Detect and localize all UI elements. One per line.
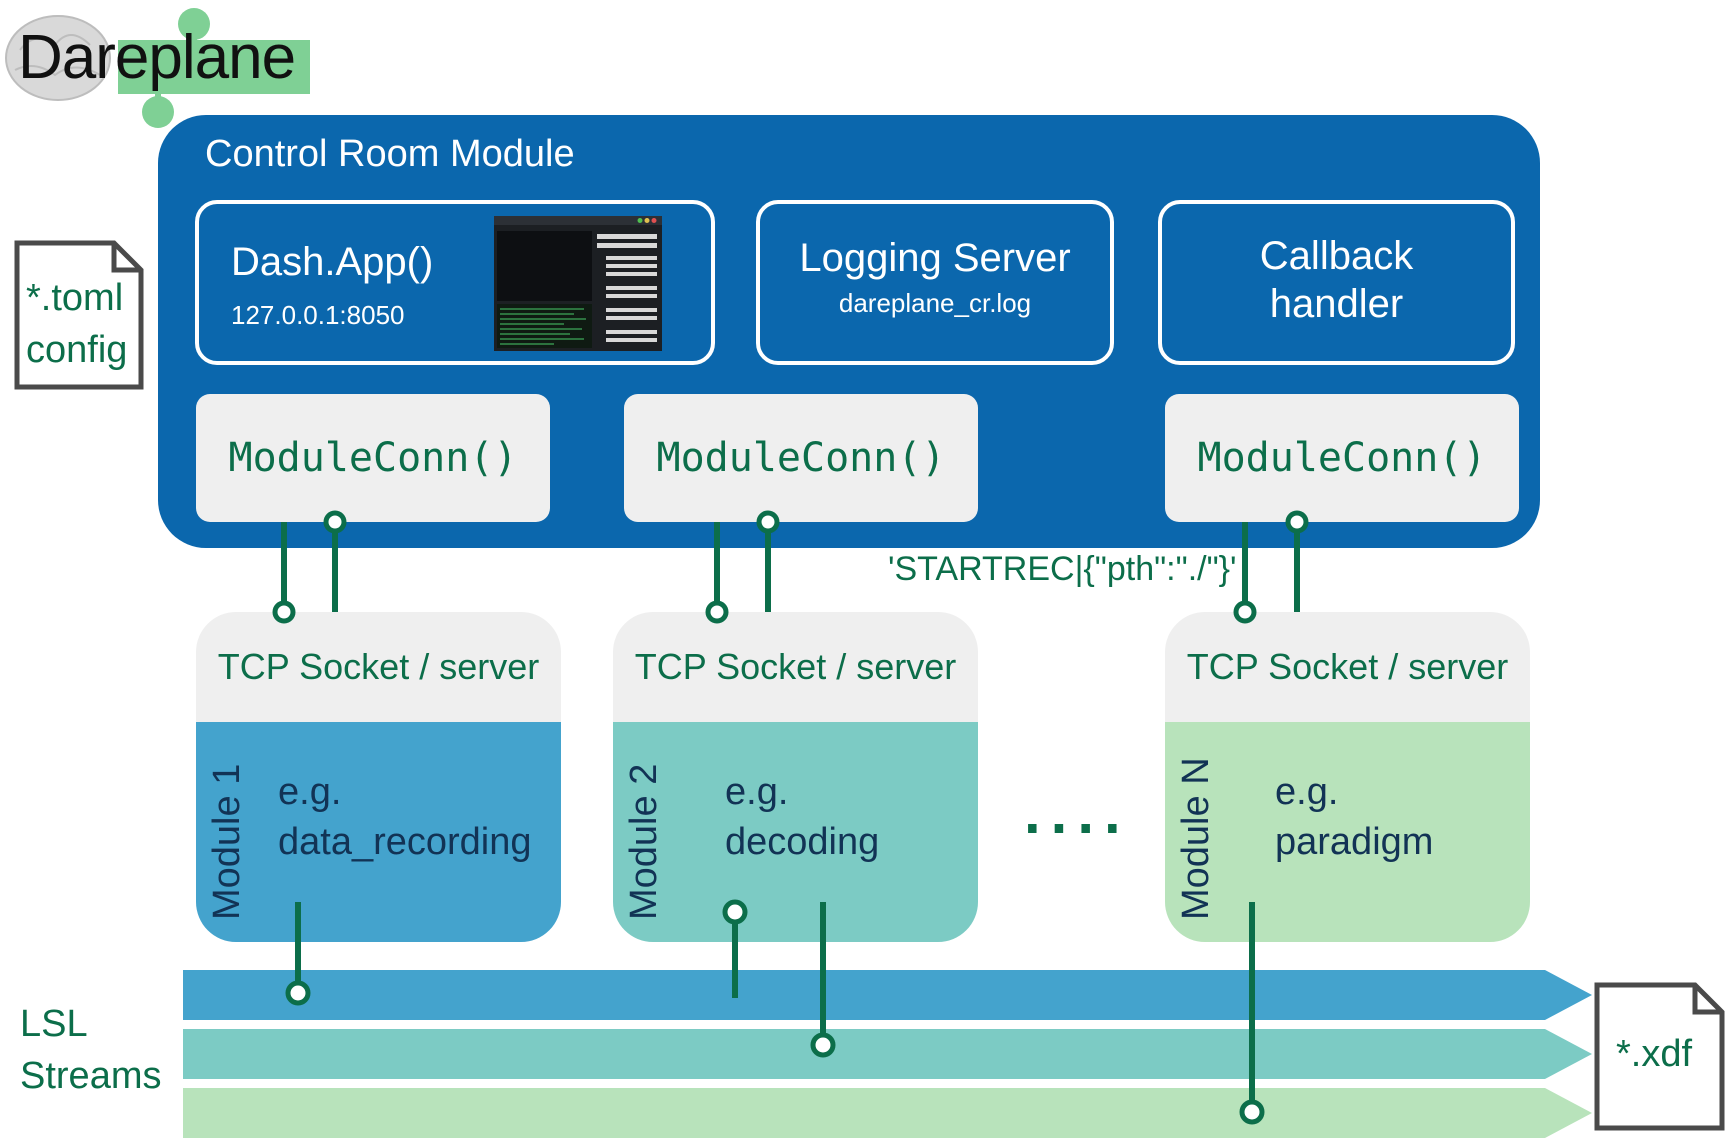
logo-graphic <box>5 8 310 128</box>
logo-highlight <box>118 40 310 94</box>
more-modules-ellipsis: .... <box>1024 779 1131 846</box>
control-room-title: Control Room Module <box>205 133 575 175</box>
callback-handler-line2: handler <box>1269 282 1404 326</box>
logging-server-title: Logging Server <box>799 236 1071 280</box>
logo-text: Dareplane <box>18 23 296 92</box>
dash-app-address: 127.0.0.1:8050 <box>231 300 405 330</box>
lsl-stream-3 <box>183 1088 1592 1138</box>
module-conn-2: ModuleConn() <box>624 394 978 522</box>
lsl-stream-2 <box>183 1029 1592 1079</box>
config-file-label: *.toml config <box>26 277 128 371</box>
lsl-stream-1 <box>183 970 1592 1020</box>
module-n: TCP Socket / server Module N e.g. paradi… <box>1165 612 1530 942</box>
callback-handler-line1: Callback <box>1259 234 1414 278</box>
logging-server-file: dareplane_cr.log <box>838 288 1032 318</box>
startrec-command: 'STARTREC|{"pth":"./"}' <box>888 550 1237 588</box>
xdf-file-icon <box>1594 982 1725 1131</box>
module-1: TCP Socket / server Module 1 e.g. data_r… <box>196 612 561 942</box>
logging-server-panel: Logging Server dareplane_cr.log <box>756 200 1114 365</box>
module-conn-n: ModuleConn() <box>1165 394 1519 522</box>
module-2-desc: e.g. decoding <box>725 771 880 863</box>
brain-icon <box>5 15 111 101</box>
module-2-tcp-header: TCP Socket / server <box>613 612 978 722</box>
xdf-file-label: *.xdf <box>1616 1033 1693 1075</box>
module-n-desc: e.g. paradigm <box>1275 771 1434 863</box>
module-1-desc: e.g. data_recording <box>278 771 532 863</box>
tcp-connectors <box>272 510 1309 624</box>
module-conn-1: ModuleConn() <box>196 394 550 522</box>
callback-handler-panel: Callback handler <box>1158 200 1515 365</box>
lsl-connectors <box>285 899 1265 1125</box>
dash-app-panel: Dash.App() 127.0.0.1:8050 <box>195 200 715 365</box>
module-2: TCP Socket / server Module 2 e.g. decodi… <box>613 612 978 942</box>
module-2-body: Module 2 e.g. decoding <box>613 722 978 942</box>
module-1-body: Module 1 e.g. data_recording <box>196 722 561 942</box>
module-n-body: Module N e.g. paradigm <box>1165 722 1530 942</box>
module-n-tcp-header: TCP Socket / server <box>1165 612 1530 722</box>
module-1-tcp-header: TCP Socket / server <box>196 612 561 722</box>
dash-app-title: Dash.App() <box>231 240 434 284</box>
dashboard-screenshot-thumbnail <box>494 216 662 351</box>
config-file-icon <box>14 240 144 390</box>
lsl-streams-label: LSL Streams <box>20 1003 162 1097</box>
